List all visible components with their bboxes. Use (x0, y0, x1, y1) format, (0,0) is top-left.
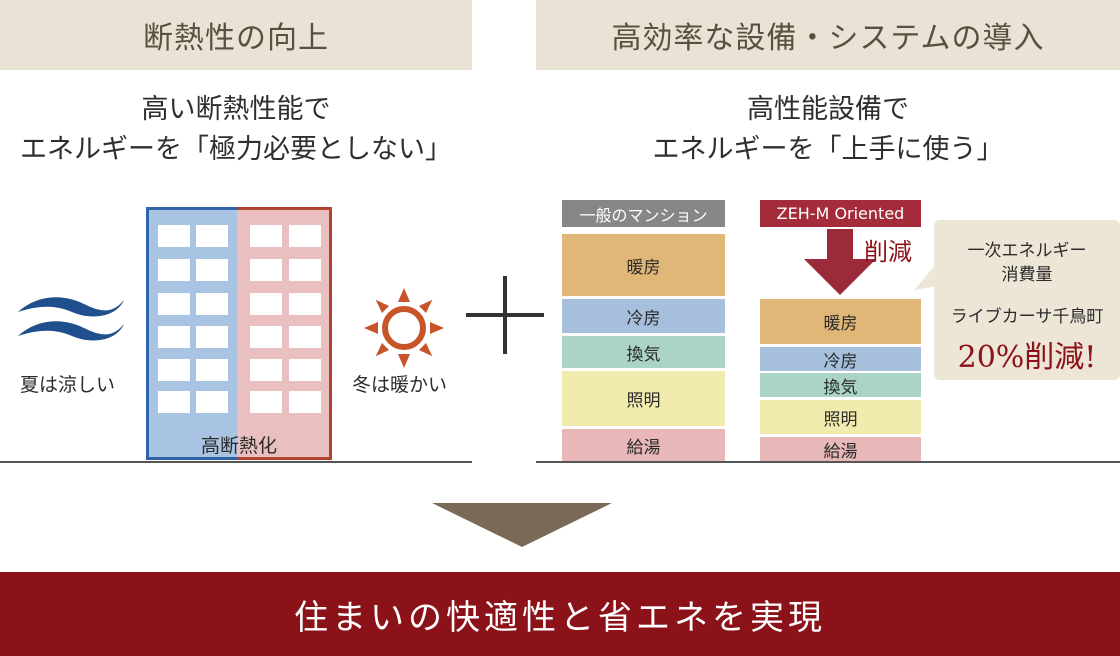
left-header: 断熱性の向上 (0, 0, 472, 70)
right-lead: 高性能設備で エネルギーを「上手に使う」 (536, 90, 1120, 170)
col1-title-text: 一般のマンション (579, 205, 708, 225)
left-header-text: 断熱性の向上 (143, 21, 329, 56)
col2-ventilation: 換気 (760, 373, 921, 398)
callout-pointer (914, 262, 938, 290)
col2-title-text: ZEH-M Oriented (776, 204, 905, 223)
col1-lighting-label: 照明 (626, 391, 661, 411)
col1-cooling-label: 冷房 (626, 308, 661, 329)
col1-heating-label: 暖房 (626, 257, 661, 278)
left-ground-line (0, 461, 472, 463)
col1-title: 一般のマンション (562, 200, 725, 227)
col1-heating: 暖房 (562, 234, 725, 296)
left-lead-line1: 高い断熱性能で (141, 94, 331, 125)
col1-hot-water: 給湯 (562, 429, 725, 461)
building-label: 高断熱化 (200, 435, 277, 457)
col2-ventilation-label: 換気 (823, 377, 858, 398)
col2-cooling-label: 冷房 (823, 351, 858, 372)
right-lead-line2: エネルギーを「上手に使う」 (652, 134, 1004, 165)
col2-heating-label: 暖房 (823, 314, 858, 334)
building: 高断熱化 (146, 207, 332, 462)
callout-place: ライブカーサ千鳥町 (950, 307, 1104, 327)
col2-lighting-label: 照明 (823, 409, 858, 430)
col2-heating: 暖房 (760, 299, 921, 344)
reduction-label: 削減 (864, 238, 912, 266)
col1-lighting: 照明 (562, 371, 725, 426)
right-header: 高効率な設備・システムの導入 (536, 0, 1120, 70)
building-windows (146, 207, 332, 460)
callout-title-line2: 消費量 (1001, 265, 1053, 285)
wave-icon (18, 297, 124, 341)
summer-label: 夏は涼しい (20, 374, 116, 396)
col2-title: ZEH-M Oriented (760, 200, 921, 227)
down-arrow-icon (432, 503, 612, 547)
callout-result: 20%削減! (957, 340, 1097, 375)
col2-hot-water-label: 給湯 (823, 441, 858, 462)
col1-ventilation-label: 換気 (626, 344, 661, 365)
col1-hot-water-label: 給湯 (626, 437, 661, 458)
col1-cooling: 冷房 (562, 299, 725, 333)
right-lead-line1: 高性能設備で (747, 94, 909, 125)
col2-lighting: 照明 (760, 400, 921, 434)
plus-icon (466, 276, 544, 354)
reduction-arrow-icon (804, 229, 876, 295)
conclusion-banner: 住まいの快適性と省エネを実現 (0, 572, 1120, 656)
sun-icon (364, 288, 444, 368)
col1-ventilation: 換気 (562, 336, 725, 368)
col2-hot-water: 給湯 (760, 437, 921, 462)
winter-label: 冬は暖かい (352, 374, 448, 396)
conclusion-text: 住まいの快適性と省エネを実現 (294, 597, 826, 638)
left-lead: 高い断熱性能で エネルギーを「極力必要としない」 (0, 90, 472, 170)
energy-callout: 一次エネルギー 消費量 ライブカーサ千鳥町 20%削減! (934, 220, 1120, 380)
left-lead-line2: エネルギーを「極力必要としない」 (20, 134, 452, 165)
right-ground-line (536, 461, 1120, 463)
callout-title-line1: 一次エネルギー (967, 241, 1087, 261)
right-header-text: 高効率な設備・システムの導入 (611, 21, 1045, 56)
col2-cooling: 冷房 (760, 347, 921, 372)
